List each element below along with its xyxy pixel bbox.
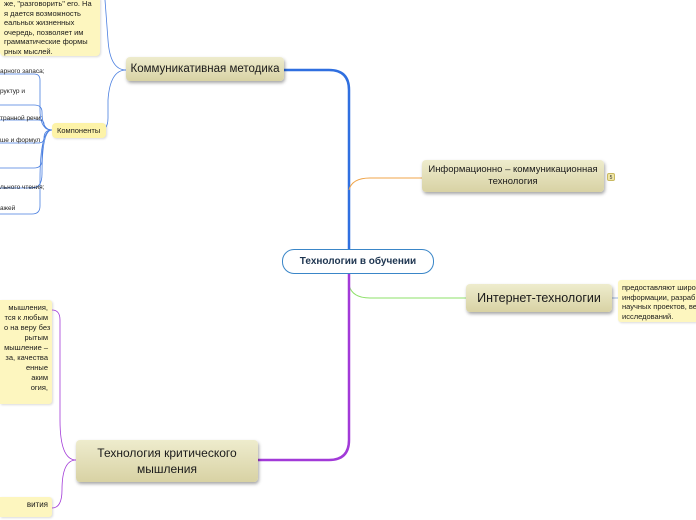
note-line: очередь, позволяет им xyxy=(4,27,84,37)
component-leaf[interactable]: транной речи; xyxy=(0,115,43,122)
branch-critical-note xyxy=(51,309,77,461)
note-line: еальных жизненных xyxy=(4,18,75,27)
central-topic[interactable]: Технологии в обучении xyxy=(282,249,434,274)
critical-note: мышления, тся к любым о на веру без рыты… xyxy=(0,300,52,404)
note-line: мышление – xyxy=(4,343,48,352)
note-line: исследований. xyxy=(622,311,674,321)
note-count-badge[interactable]: 5 xyxy=(607,173,615,181)
topic-infocomm[interactable]: Информационно – коммуникационная техноло… xyxy=(422,160,604,192)
note-line: тся к любым xyxy=(4,313,48,322)
branch-infocomm xyxy=(348,177,422,191)
topic-communicative-label: Коммуникативная методика xyxy=(130,63,280,75)
note-line: информации, разраб xyxy=(622,292,696,302)
bottom-note-text: вития xyxy=(26,500,48,509)
branch-communicative xyxy=(284,68,351,255)
branch-critical-bottom xyxy=(51,459,77,509)
branch-comm-components xyxy=(99,69,127,131)
topic-communicative[interactable]: Коммуникативная методика xyxy=(126,57,284,81)
note-line: грамматические формы xyxy=(4,37,88,46)
note-line: мышления, xyxy=(8,303,48,312)
branch-critical xyxy=(258,268,351,462)
component-leaf[interactable]: ажей xyxy=(0,205,16,212)
component-leaf[interactable]: ше и формул xyxy=(0,137,41,144)
branch-comm-note xyxy=(104,0,127,71)
topic-critical[interactable]: Технология критического мышления xyxy=(76,440,258,482)
topic-infocomm-label: Информационно – коммуникационная техноло… xyxy=(428,164,598,187)
note-line: предоставляют широ xyxy=(622,283,696,292)
component-leaf[interactable]: руктур и xyxy=(0,88,25,95)
branch-internet xyxy=(348,284,466,299)
topic-critical-label: Технология критического мышления xyxy=(97,446,237,476)
internet-note: предоставляют широ информации, разраб на… xyxy=(618,280,696,322)
component-leaf[interactable]: арного запаса; xyxy=(0,68,45,75)
central-topic-label: Технологии в обучении xyxy=(299,256,417,267)
note-line: научных проектов, ве xyxy=(622,302,696,311)
note-line: я дается возможность xyxy=(4,8,81,18)
topic-components[interactable]: Компоненты xyxy=(52,123,106,138)
topic-components-label: Компоненты xyxy=(57,126,101,135)
note-line: рытым xyxy=(24,333,48,342)
topic-internet-label: Интернет-технологии xyxy=(477,291,601,305)
bottom-note: вития xyxy=(0,497,52,517)
note-line: енные xyxy=(25,363,48,372)
note-line: за, качества xyxy=(5,353,48,362)
topic-internet[interactable]: Интернет-технологии xyxy=(466,284,612,312)
note-line: рных мыслей. xyxy=(4,46,53,56)
note-line: о на веру без xyxy=(4,323,51,332)
note-line: огия, xyxy=(30,383,48,392)
note-line: же, "разговорить" его. На xyxy=(4,0,92,8)
communicative-note: же, "разговорить" его. На я дается возмо… xyxy=(0,0,100,56)
note-line: аким xyxy=(31,373,48,382)
component-leaf[interactable]: льного чтения; xyxy=(0,184,45,191)
